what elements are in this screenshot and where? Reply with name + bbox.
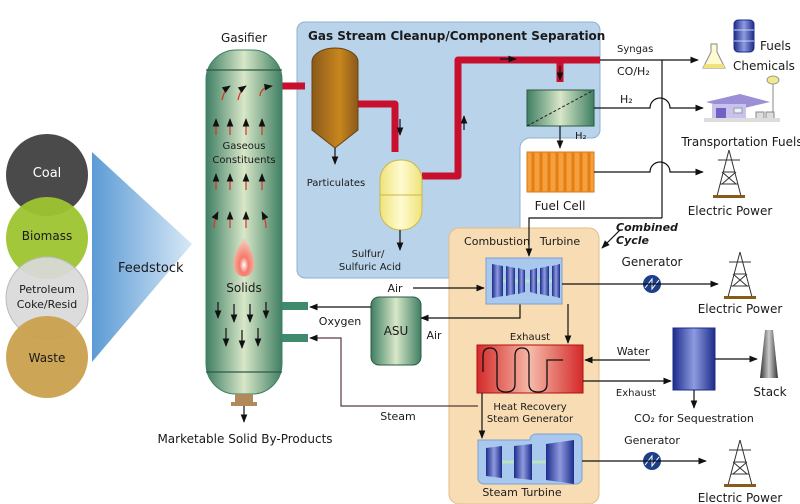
co2-label: CO₂ for Sequestration <box>634 412 754 425</box>
fuel-station-icon <box>704 75 780 122</box>
stack-icon <box>760 330 778 378</box>
feedstock-arrow <box>92 152 192 362</box>
hrsg-label-line1: Heat Recovery <box>493 402 566 413</box>
waste-label: Waste <box>29 351 66 365</box>
h2-membrane-separator: H₂ <box>526 89 595 149</box>
asu-label: ASU <box>384 324 409 338</box>
biomass-circle <box>6 197 88 279</box>
flame-icon <box>233 238 255 277</box>
stack-label: Stack <box>753 385 786 399</box>
chemicals-label: Chemicals <box>733 59 795 73</box>
biomass-label: Biomass <box>22 229 72 243</box>
combustion-label: Combustion <box>464 235 530 248</box>
syngas-label: Syngas <box>617 44 653 55</box>
co2-capture-vessel <box>672 327 716 391</box>
petroleum-label-line2: Coke/Resid <box>17 298 78 311</box>
feedstock-group: Feedstock Coal Biomass Petroleum Coke/Re… <box>5 134 192 398</box>
electric-power-label-fuelcell: Electric Power <box>688 204 773 218</box>
asu: ASU <box>370 296 422 366</box>
electric-power-label-ct: Electric Power <box>698 302 783 316</box>
air-right-label: Air <box>426 329 442 342</box>
gasifier-title: Gasifier <box>221 31 267 45</box>
power-tower-icon <box>713 149 745 198</box>
power-tower-icon <box>724 439 756 487</box>
power-tower-icon <box>724 251 756 299</box>
output-lines <box>525 56 704 257</box>
steam-return-line <box>309 334 478 407</box>
steam-inlet <box>282 334 308 342</box>
particulates-label: Particulates <box>307 178 366 189</box>
co-h2-label: CO/H₂ <box>617 65 650 78</box>
oxygen-inlet <box>282 302 308 310</box>
h2-separator-label: H₂ <box>575 131 587 142</box>
h2-label: H₂ <box>620 93 633 106</box>
petroleum-label-line1: Petroleum <box>19 283 75 296</box>
combined-cycle-callout-line2: Cycle <box>616 234 650 247</box>
water-label: Water <box>617 345 650 358</box>
fuel-cell-label: Fuel Cell <box>535 199 586 213</box>
callout-arrow <box>601 229 621 249</box>
gaseous-label-line1: Gaseous <box>223 141 266 152</box>
feedstock-label: Feedstock <box>118 261 184 276</box>
combustion-turbine <box>485 257 563 305</box>
byproducts-label: Marketable Solid By-Products <box>157 432 332 446</box>
gasifier: Gasifier Gaseous Constituents Solids <box>157 31 332 446</box>
sulfur-label-line1: Sulfur/ <box>352 249 385 260</box>
solids-flow-arrows <box>214 302 270 349</box>
sulfur-removal-vessel: Sulfur/ Sulfuric Acid <box>339 159 423 273</box>
fuels-label: Fuels <box>760 39 791 53</box>
transportation-fuels-label: Transportation Fuels <box>680 135 800 149</box>
generator2-label: Generator <box>624 434 680 447</box>
turbine-label: Turbine <box>539 235 581 248</box>
gaseous-label-line2: Constituents <box>212 155 275 166</box>
exhaust-out-label: Exhaust <box>616 388 656 399</box>
flask-icon <box>702 43 726 69</box>
asu-lines <box>309 284 521 322</box>
generator-label: Generator <box>622 255 683 269</box>
oxygen-label: Oxygen <box>319 315 361 328</box>
barrel-icon <box>733 19 755 53</box>
waste-circle <box>6 316 88 398</box>
steam-label: Steam <box>380 410 416 423</box>
cleanup-title: Gas Stream Cleanup/Component Separation <box>308 29 605 43</box>
steam-turbine <box>477 433 583 485</box>
fuel-cell: Fuel Cell <box>526 151 595 213</box>
sulfur-label-line2: Sulfuric Acid <box>339 262 401 273</box>
electric-power-label-st: Electric Power <box>698 491 783 504</box>
particulate-separator: Particulates <box>307 47 366 189</box>
air-top-label: Air <box>387 282 403 295</box>
combined-cycle-callout-line1: Combined <box>616 221 678 234</box>
coal-label: Coal <box>33 166 62 181</box>
hrsg-label-line2: Steam Generator <box>487 414 574 425</box>
exhaust-top-label: Exhaust <box>510 332 550 343</box>
solids-label: Solids <box>226 281 262 295</box>
coal-circle <box>6 134 88 216</box>
steam-turbine-label: Steam Turbine <box>482 486 562 499</box>
hrsg <box>476 344 584 394</box>
cleanup-panel <box>296 21 601 279</box>
gas-flow-arrows <box>211 83 273 229</box>
